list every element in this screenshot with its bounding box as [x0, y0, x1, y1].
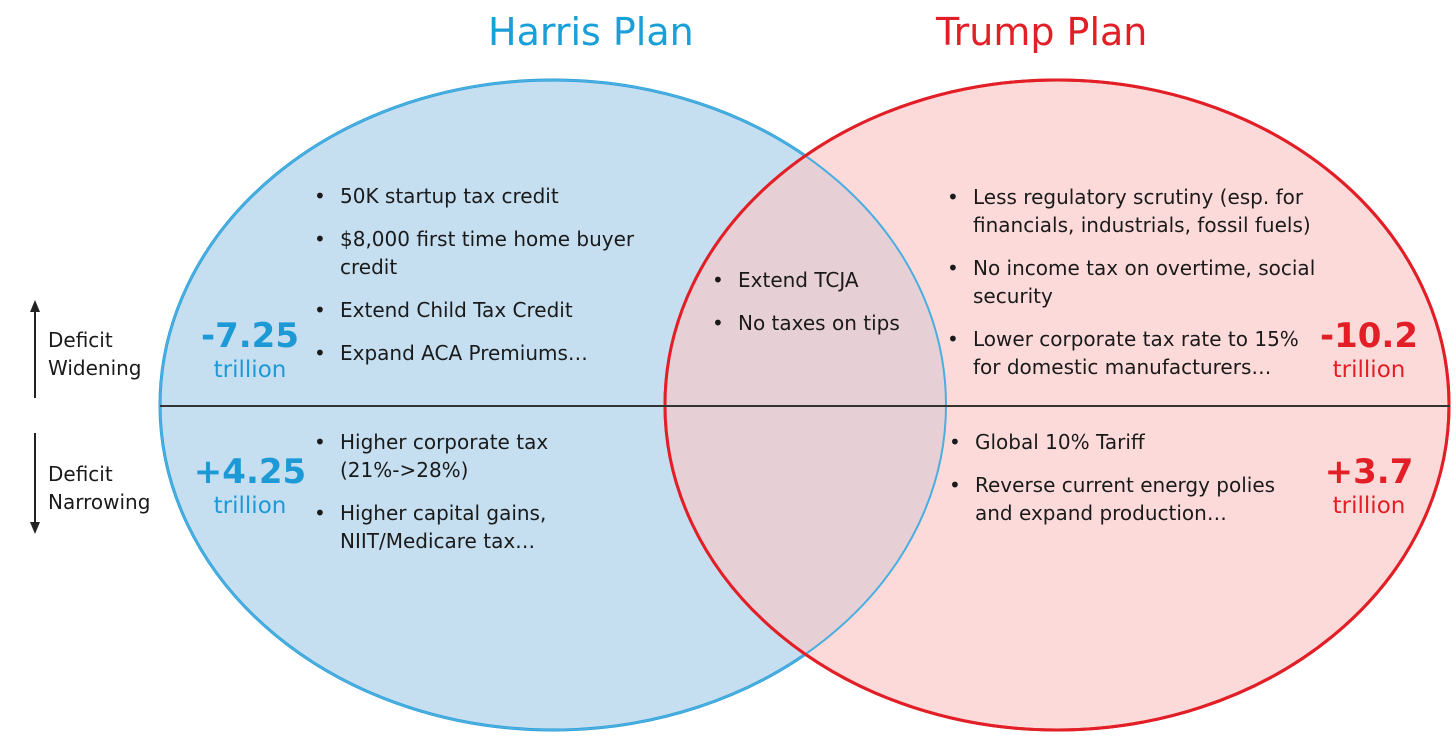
list-item: Global 10% Tariff — [947, 428, 1297, 456]
harris-narrowing-value: +4.25 — [193, 452, 307, 492]
harris-widening-value: -7.25 — [201, 316, 299, 356]
harris-widening-total: -7.25 trillion — [180, 316, 320, 384]
arrow-up-head — [30, 300, 40, 312]
harris-narrowing-list: Higher corporate tax (21%->28%) Higher c… — [312, 428, 557, 570]
list-item: No taxes on tips — [710, 309, 920, 337]
harris-widening-list: 50K startup tax credit $8,000 first time… — [312, 182, 692, 382]
list-item: 50K startup tax credit — [312, 182, 692, 210]
overlap-list: Extend TCJA No taxes on tips — [710, 266, 920, 352]
list-item: Reverse current energy polies and expand… — [947, 471, 1297, 527]
trump-title: Trump Plan — [936, 10, 1148, 54]
harris-narrowing-total: +4.25 trillion — [180, 452, 320, 520]
harris-title: Harris Plan — [488, 10, 694, 54]
trump-narrowing-value: +3.7 — [1324, 452, 1414, 492]
harris-narrowing-unit: trillion — [213, 493, 287, 519]
list-item: Less regulatory scrutiny (esp. for finan… — [945, 183, 1317, 239]
trump-widening-total: -10.2 trillion — [1299, 316, 1439, 384]
list-item: Higher corporate tax (21%->28%) — [312, 428, 557, 484]
list-item: Lower corporate tax rate to 15% for dome… — [945, 325, 1317, 381]
arrow-down-head — [30, 522, 40, 534]
trump-narrowing-unit: trillion — [1332, 493, 1406, 519]
trump-widening-unit: trillion — [1332, 357, 1406, 383]
trump-widening-list: Less regulatory scrutiny (esp. for finan… — [945, 183, 1317, 396]
list-item: Expand ACA Premiums… — [312, 339, 692, 367]
deficit-narrowing-label: Deficit Narrowing — [48, 462, 151, 514]
list-item: No income tax on overtime, social securi… — [945, 254, 1317, 310]
list-item: Higher capital gains, NIIT/Medicare tax… — [312, 499, 557, 555]
overlap-region — [665, 80, 946, 730]
list-item: Extend TCJA — [710, 266, 920, 294]
trump-widening-value: -10.2 — [1320, 316, 1418, 356]
harris-widening-unit: trillion — [213, 357, 287, 383]
deficit-widening-label: Deficit Widening — [48, 328, 142, 380]
trump-narrowing-total: +3.7 trillion — [1299, 452, 1439, 520]
trump-narrowing-list: Global 10% Tariff Reverse current energy… — [947, 428, 1297, 542]
list-item: Extend Child Tax Credit — [312, 296, 692, 324]
list-item: $8,000 first time home buyer credit — [312, 225, 692, 281]
